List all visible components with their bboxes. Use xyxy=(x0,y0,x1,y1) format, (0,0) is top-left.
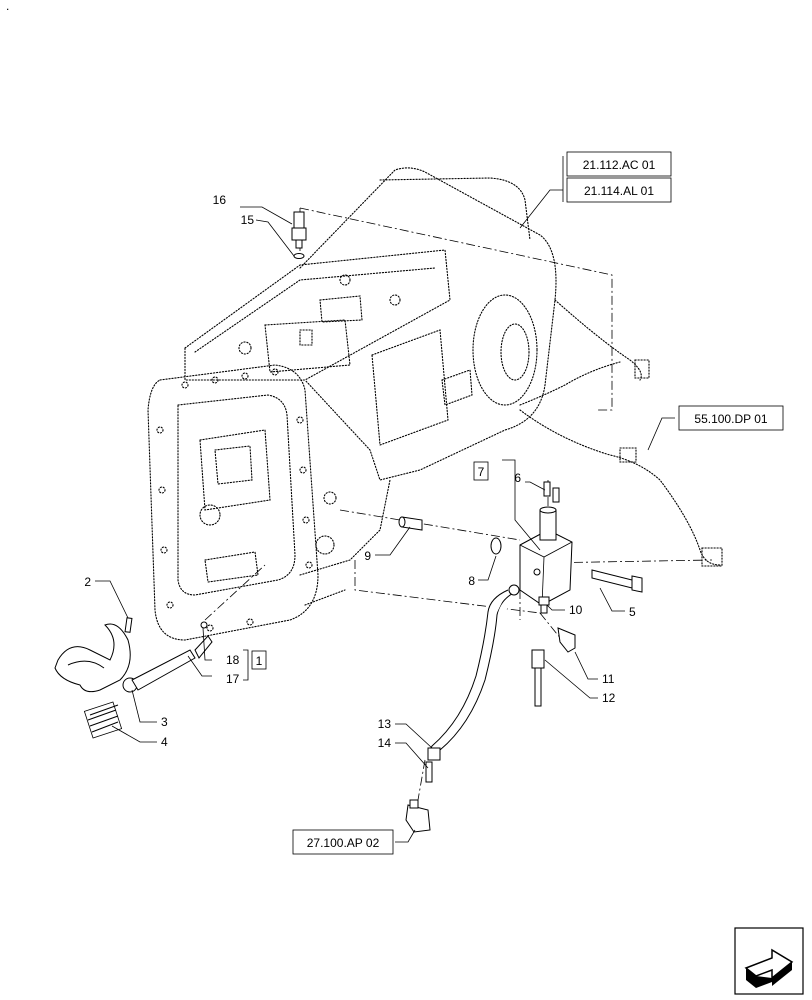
corner-mark: . xyxy=(6,0,9,13)
callout-6: 6 xyxy=(514,471,521,485)
callout-10: 10 xyxy=(569,603,583,617)
svg-text:55.100.DP 01: 55.100.DP 01 xyxy=(694,412,767,426)
spring-part-4 xyxy=(83,701,123,739)
next-page-arrow-icon[interactable] xyxy=(734,927,804,995)
callout-numbers: 16 15 6 8 9 5 10 11 12 13 14 2 3 4 18 17 xyxy=(84,193,636,750)
reference-box-55100: 55.100.DP 01 xyxy=(678,405,784,431)
o-ring-part-15 xyxy=(293,253,305,259)
callout-11: 11 xyxy=(602,672,615,686)
fitting-part-10 xyxy=(538,596,550,614)
callout-2: 2 xyxy=(84,575,91,589)
callout-5: 5 xyxy=(629,605,636,619)
wiring-harness xyxy=(519,299,723,567)
boxed-callout-7: 7 xyxy=(473,461,489,481)
connector-part-6 xyxy=(543,481,560,503)
reference-box-27100: 27.100.AP 02 xyxy=(292,829,394,855)
callout-4: 4 xyxy=(161,735,168,749)
boxed-callout-1: 1 xyxy=(251,650,267,670)
callout-9: 9 xyxy=(364,549,371,563)
callout-12: 12 xyxy=(602,691,616,705)
bolt-part-5 xyxy=(591,569,643,593)
callout-16: 16 xyxy=(213,193,227,207)
svg-text:21.114.AL 01: 21.114.AL 01 xyxy=(584,184,654,198)
svg-text:21.112.AC 01: 21.112.AC 01 xyxy=(583,158,656,172)
valve-block-part-7 xyxy=(519,506,573,606)
callout-15: 15 xyxy=(241,213,255,227)
o-ring-part-8 xyxy=(490,537,502,555)
sensor-part-12 xyxy=(531,649,545,707)
elbow-fitting-part-11 xyxy=(557,627,576,653)
leader-lines xyxy=(95,189,675,843)
reference-box-21112: 21.112.AC 01 xyxy=(566,151,672,177)
svg-text:7: 7 xyxy=(478,465,485,479)
callout-13: 13 xyxy=(378,717,392,731)
plug-part-14 xyxy=(425,761,433,783)
svg-text:1: 1 xyxy=(256,654,263,668)
plug-part-9 xyxy=(398,516,423,531)
callout-3: 3 xyxy=(161,715,168,729)
svg-text:27.100.AP 02: 27.100.AP 02 xyxy=(307,836,380,850)
pipe-part-13 xyxy=(427,584,520,761)
callout-18: 18 xyxy=(226,653,240,667)
callout-17: 17 xyxy=(226,672,240,686)
reference-box-21114: 21.114.AL 01 xyxy=(562,156,672,203)
sensor-part-16 xyxy=(291,211,307,249)
shift-fork-assembly xyxy=(54,617,213,739)
callout-14: 14 xyxy=(378,736,392,750)
fitting-ref-27100 xyxy=(405,799,431,833)
transmission-housing xyxy=(147,167,557,641)
callout-8: 8 xyxy=(468,574,475,588)
